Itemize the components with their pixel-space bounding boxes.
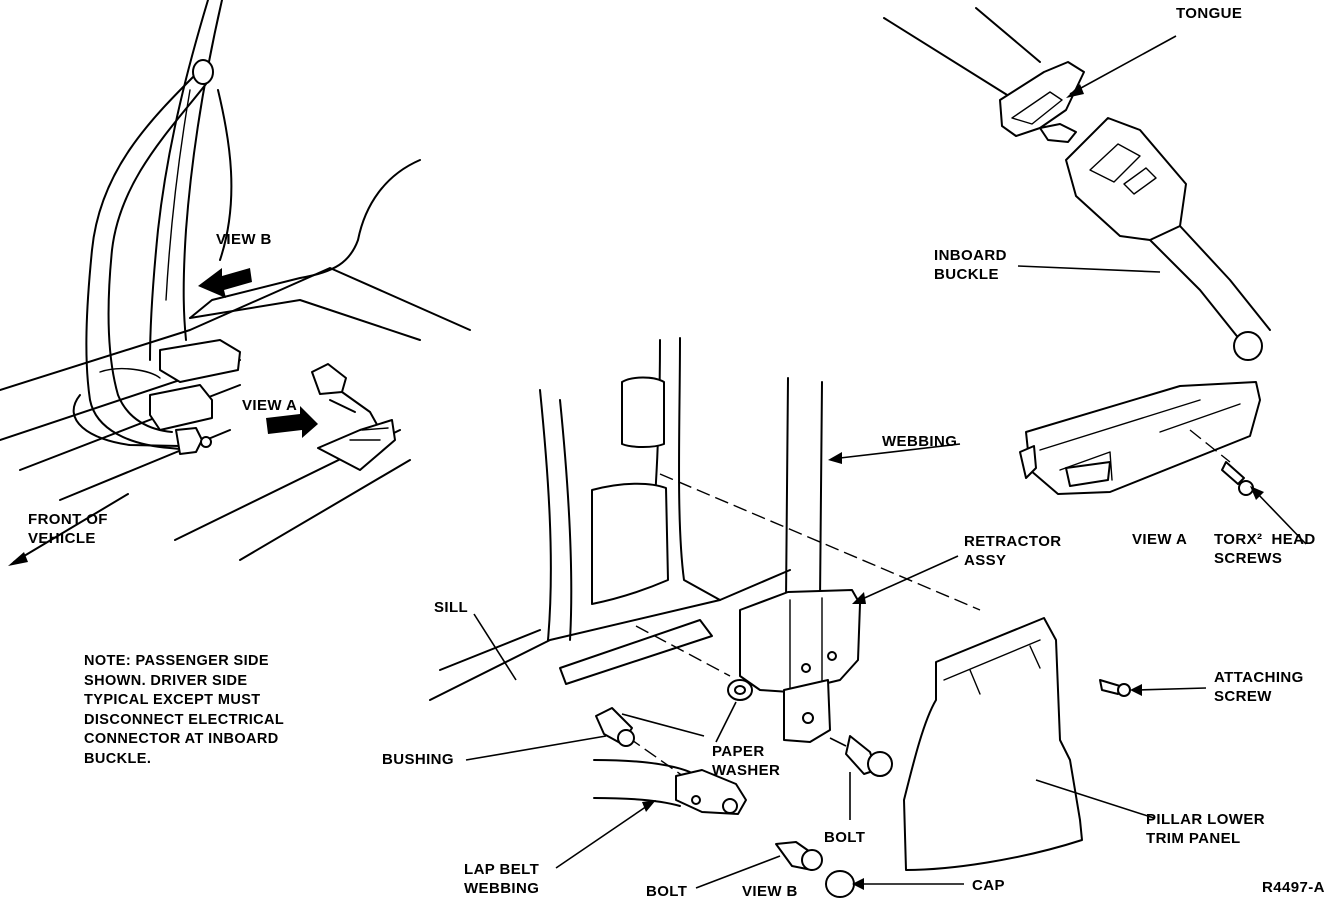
- label-sill: SILL: [434, 599, 469, 616]
- label-cap: CAP: [972, 877, 1005, 894]
- label-inboard-buckle: INBOARD BUCKLE: [934, 247, 1007, 283]
- label-attaching-screw: ATTACHING SCREW: [1214, 669, 1304, 705]
- label-bolt-bottom: BOLT: [646, 883, 688, 900]
- figure-code: R4497-A: [1262, 879, 1325, 896]
- leader-lines: [465, 35, 1307, 890]
- label-webbing: WEBBING: [882, 433, 958, 450]
- label-pillar-lower-trim-panel: PILLAR LOWER TRIM PANEL: [1146, 811, 1265, 847]
- label-front-of-vehicle: FRONT OF VEHICLE: [28, 511, 108, 547]
- label-view-b-bottom: VIEW B: [742, 883, 798, 900]
- note-text: NOTE: PASSENGER SIDE SHOWN. DRIVER SIDE …: [84, 653, 285, 767]
- vehicle-overview-illustration: [0, 0, 471, 566]
- label-retractor-assy: RETRACTOR ASSY: [964, 533, 1062, 569]
- label-torx-head-screws: TORX² HEAD SCREWS: [1214, 531, 1316, 567]
- view-a-buckle-illustration: [883, 7, 1271, 496]
- view-b-assembly-illustration: [429, 337, 1131, 898]
- label-bushing: BUSHING: [382, 751, 454, 768]
- label-tongue: TONGUE: [1176, 5, 1243, 22]
- label-paper-washer: PAPER WASHER: [712, 743, 781, 779]
- label-bolt-right: BOLT: [824, 829, 866, 846]
- label-view-b-top: VIEW B: [216, 231, 272, 248]
- label-lap-belt-webbing: LAP BELT WEBBING: [464, 861, 540, 897]
- label-view-a-right: VIEW A: [1132, 531, 1188, 548]
- label-view-a-left: VIEW A: [242, 397, 298, 414]
